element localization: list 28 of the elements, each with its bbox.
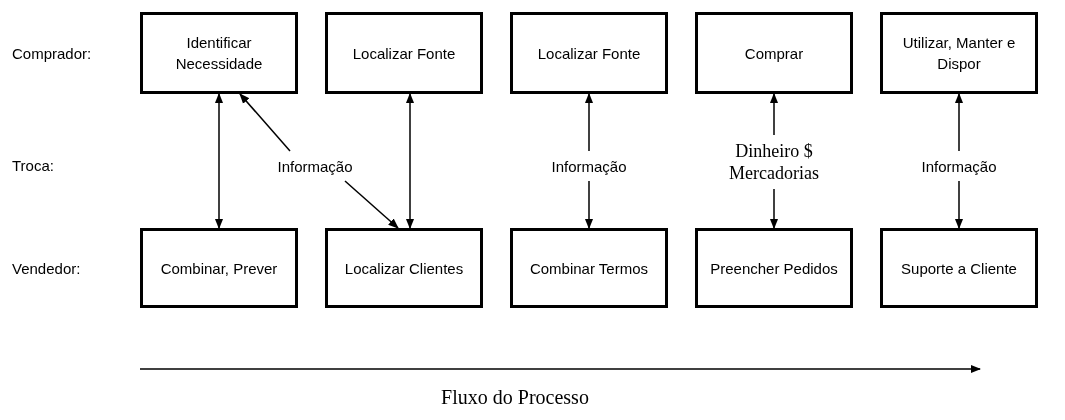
arrow (769, 188, 779, 230)
process-box: Localizar Fonte (325, 12, 483, 94)
process-box: Identificar Necessidade (140, 12, 298, 94)
exchange-label: Informação (258, 155, 372, 177)
arrow (769, 92, 779, 136)
arrow (214, 92, 224, 230)
exchange-label: Dinheiro $ Mercadorias (702, 139, 846, 185)
arrow (239, 93, 291, 152)
arrow (584, 180, 594, 230)
process-box: Preencher Pedidos (695, 228, 853, 308)
arrow (584, 92, 594, 152)
process-box: Suporte a Cliente (880, 228, 1038, 308)
process-box: Combinar, Prever (140, 228, 298, 308)
row-label: Comprador: (12, 44, 92, 64)
arrow (954, 92, 964, 152)
process-box: Utilizar, Manter e Dispor (880, 12, 1038, 94)
exchange-label: Informação (532, 155, 646, 177)
axis-title: Fluxo do Processo (440, 385, 590, 410)
process-box: Combinar Termos (510, 228, 668, 308)
arrow (344, 180, 399, 229)
arrow (405, 92, 415, 230)
exchange-label: Informação (902, 155, 1016, 177)
process-box: Localizar Clientes (325, 228, 483, 308)
process-box: Comprar (695, 12, 853, 94)
arrow (954, 180, 964, 230)
row-label: Vendedor: (12, 259, 81, 279)
row-label: Troca: (12, 156, 54, 176)
process-box: Localizar Fonte (510, 12, 668, 94)
